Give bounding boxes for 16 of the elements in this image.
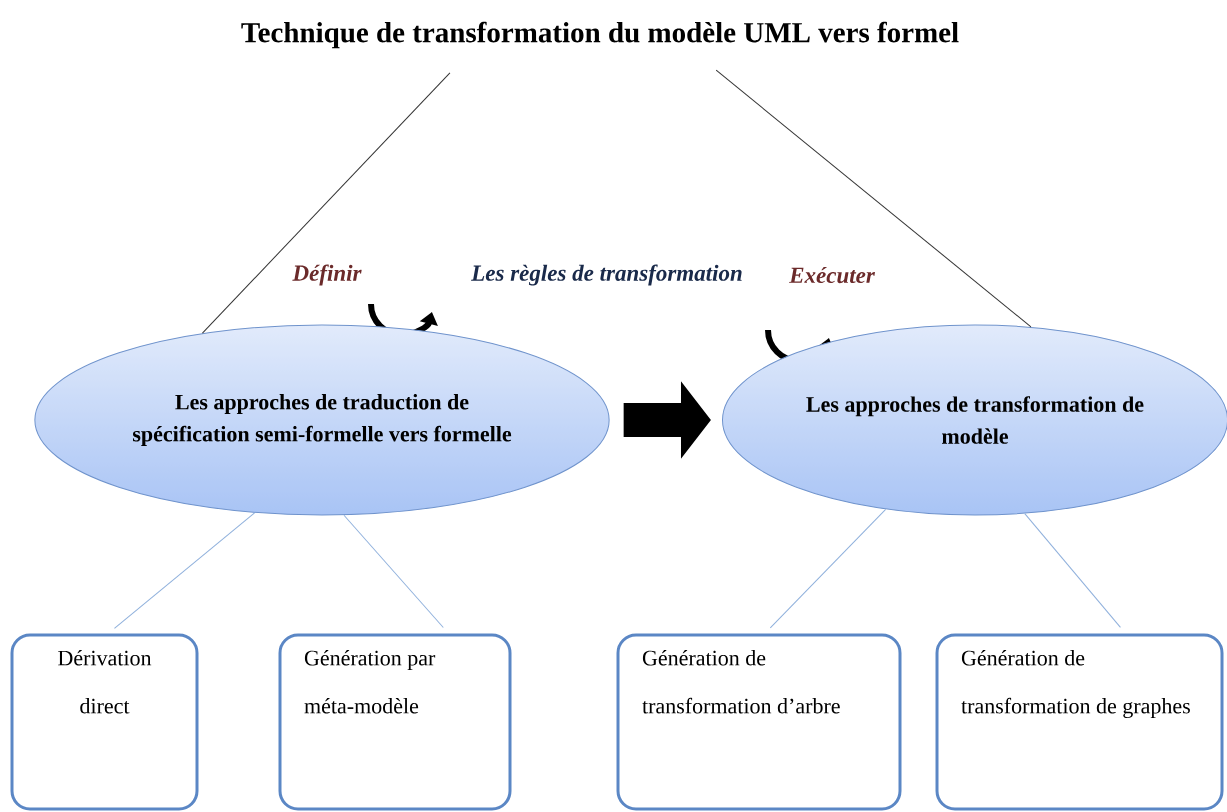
rounded-box: Génération de transformation d’arbre bbox=[616, 633, 902, 811]
italic-label: Exécuter bbox=[789, 266, 875, 284]
connector-line bbox=[769, 508, 887, 629]
connector-line bbox=[343, 514, 444, 628]
rounded-box: Génération de transformation de graphes bbox=[935, 633, 1224, 811]
ellipse-node: Les approches de transformation de modèle bbox=[722, 324, 1227, 516]
rounded-box: Génération par méta-modèle bbox=[278, 633, 512, 811]
title: Technique de transformation du modèle UML vers formel bbox=[241, 21, 959, 49]
connector-line bbox=[201, 72, 451, 334]
connector-line bbox=[715, 69, 1032, 328]
rounded-box: Dérivation direct bbox=[10, 633, 199, 811]
ellipse-node: Les approches de traduction de spécification semi-formelle vers formelle bbox=[34, 324, 610, 516]
connector-line bbox=[1024, 513, 1121, 628]
connector-line bbox=[113, 512, 256, 629]
italic-label: Les règles de transformation bbox=[471, 264, 742, 286]
italic-label: Définir bbox=[292, 264, 362, 286]
